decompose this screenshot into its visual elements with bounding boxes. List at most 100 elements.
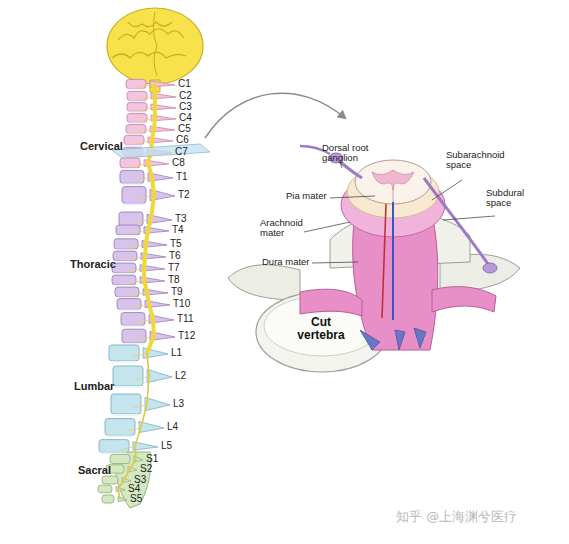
nerve-root — [135, 376, 151, 380]
level-label: C1 — [178, 78, 191, 89]
cauda-equina — [118, 353, 149, 499]
nerve-root — [128, 280, 144, 284]
level-label: T9 — [171, 286, 183, 297]
nerve-root — [133, 304, 149, 308]
nerve-root — [137, 319, 153, 323]
disc — [126, 145, 142, 147]
disc — [124, 343, 144, 345]
vertebra — [109, 345, 139, 361]
nerve-root — [132, 163, 148, 167]
level-label: C6 — [176, 134, 189, 145]
level-label: L1 — [171, 347, 182, 358]
level-label: T5 — [170, 238, 182, 249]
level-label: C3 — [179, 101, 192, 112]
level-label: T1 — [176, 171, 188, 182]
disc — [115, 261, 135, 263]
level-label: C2 — [179, 90, 192, 101]
vertebra — [124, 135, 144, 144]
vertebra — [99, 440, 129, 453]
level-label: C8 — [172, 157, 185, 168]
nerve-root — [138, 336, 154, 340]
level-label: L2 — [175, 370, 186, 381]
disc — [115, 386, 141, 388]
level-label: L4 — [167, 421, 178, 432]
nerve-root — [136, 140, 152, 144]
level-label: T11 — [177, 313, 194, 324]
disc — [122, 168, 138, 170]
level-label: T12 — [178, 330, 195, 341]
vertebra — [112, 275, 136, 285]
nerve-root — [139, 107, 155, 111]
nerve-root — [139, 118, 155, 122]
level-label: T4 — [172, 224, 184, 235]
spinal-cord — [144, 84, 155, 353]
part-label: Cut vertebra — [290, 316, 352, 342]
level-label: L3 — [173, 398, 184, 409]
part-label: Dura mater — [262, 257, 310, 267]
disc — [113, 414, 139, 416]
vertebra — [115, 287, 139, 297]
vertebra — [126, 79, 146, 88]
disc — [123, 325, 143, 327]
disc — [129, 111, 145, 113]
level-label: S5 — [130, 493, 142, 504]
level-label: T3 — [175, 213, 187, 224]
nerve-root — [138, 195, 154, 199]
level-label: T7 — [168, 262, 180, 273]
vertebra-section — [228, 146, 520, 372]
vertebra — [102, 495, 114, 503]
disc — [114, 285, 134, 287]
region-label: Lumbar — [74, 380, 114, 392]
vertebra — [119, 212, 143, 226]
nerve-root — [121, 446, 137, 450]
level-label: S2 — [140, 463, 152, 474]
vertebra — [114, 239, 138, 249]
region-label: Thoracic — [70, 258, 116, 270]
vertebra — [102, 476, 118, 484]
part-label: Pia mater — [286, 191, 327, 201]
nerve-root — [136, 177, 152, 181]
vertebra — [120, 171, 144, 184]
nerve-root — [128, 268, 144, 272]
nerve-root — [133, 404, 149, 408]
nerve-root — [132, 230, 148, 234]
vertebra — [116, 225, 140, 235]
level-label: S1 — [146, 453, 158, 464]
level-label: S4 — [128, 483, 140, 494]
nerve-root — [131, 292, 147, 296]
disc — [124, 203, 144, 205]
part-label: Subarachnoid space — [446, 150, 510, 171]
watermark: 知乎 @上海渊兮医疗 — [396, 510, 517, 524]
nerve-root — [138, 84, 154, 88]
vertebra — [122, 329, 146, 343]
vertebra — [98, 485, 112, 493]
vertebra — [105, 419, 135, 436]
level-label: C7 — [175, 146, 188, 157]
disc — [122, 183, 142, 185]
nerve-root — [129, 256, 145, 260]
vertebra — [120, 158, 140, 168]
disc — [119, 309, 139, 311]
disc — [128, 89, 144, 91]
level-label: C4 — [179, 112, 192, 123]
part-label: Arachnoid mater — [260, 218, 308, 239]
part-label: Dorsal root ganglion — [322, 143, 386, 164]
vertebra — [110, 454, 130, 463]
vertebra — [117, 299, 141, 310]
nerve-root — [131, 353, 147, 357]
vertebra — [113, 366, 143, 386]
nerve-root — [138, 129, 154, 133]
disc — [114, 273, 134, 275]
vertebra — [111, 394, 141, 414]
nerve-root — [139, 96, 155, 100]
level-label: T6 — [169, 250, 181, 261]
cut-plane — [112, 144, 210, 158]
nerve-root — [127, 427, 143, 431]
nerve-root — [130, 244, 146, 248]
disc — [129, 122, 145, 124]
part-label: Subdural space — [486, 188, 538, 209]
level-label: C5 — [178, 123, 191, 134]
vertebra — [113, 251, 137, 261]
